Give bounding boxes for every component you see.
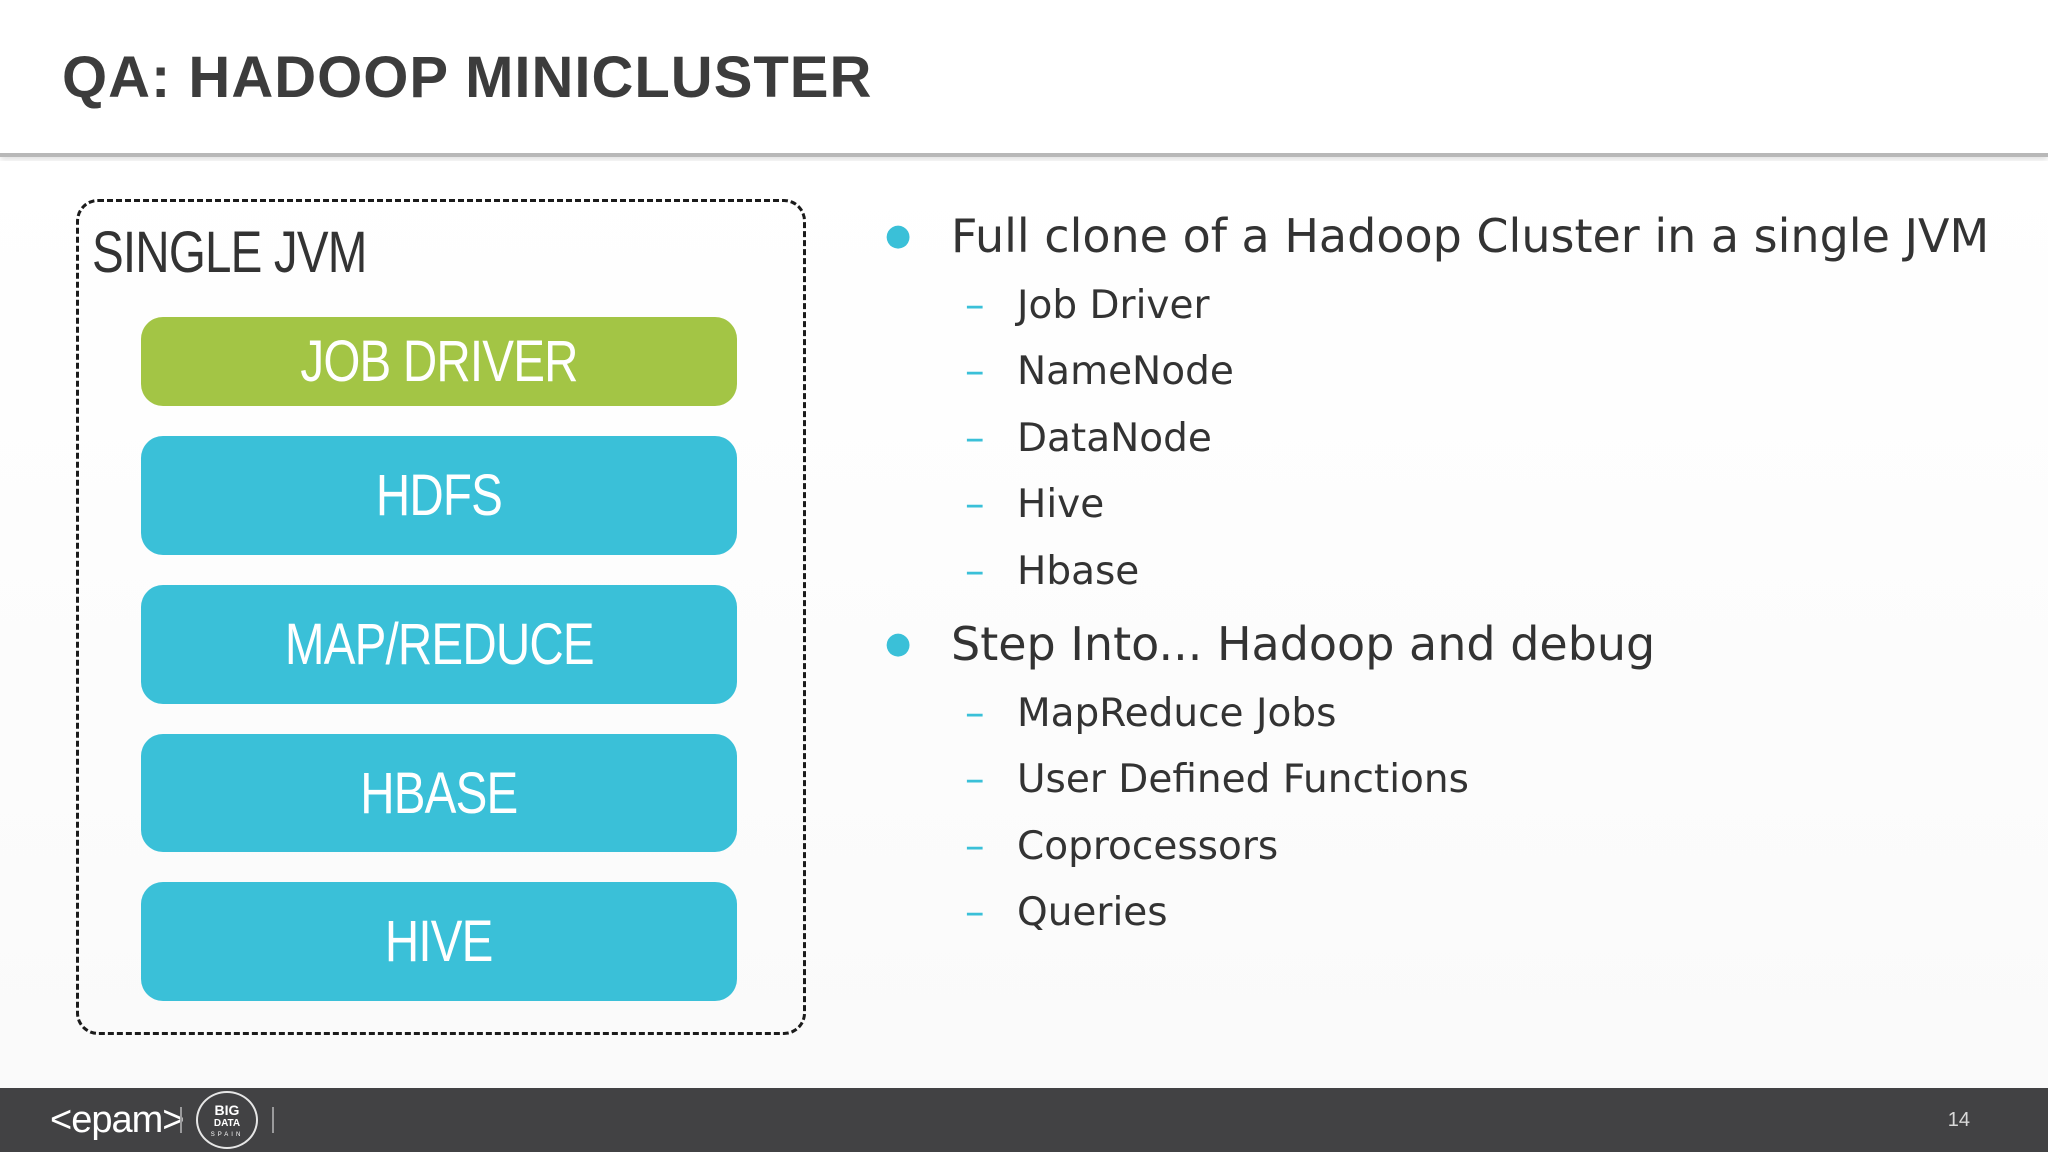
footer-divider [180, 1107, 182, 1133]
sub-bullet-text: Hbase [1017, 549, 1140, 594]
sub-bullet-text: Queries [1017, 890, 1168, 935]
single-jvm-container [76, 199, 806, 1035]
dash-icon: – [965, 757, 985, 802]
epam-logo: <epam> [50, 1099, 184, 1141]
dash-icon: – [965, 824, 985, 869]
slide-title: QA: HADOOP MINICLUSTER [62, 45, 873, 110]
dash-icon: – [965, 691, 985, 736]
job-driver-label: JOB DRIVER [300, 329, 578, 394]
sub-bullet-text: Coprocessors [1017, 824, 1279, 869]
dash-icon: – [965, 890, 985, 935]
slide-footer [0, 1088, 2048, 1152]
dash-icon: – [965, 549, 985, 594]
bullet-dot-icon: ● [885, 218, 912, 253]
slide-header [0, 0, 2048, 157]
dash-icon: – [965, 416, 985, 461]
mapreduce-block: MAP/REDUCE [141, 585, 737, 704]
footer-divider [272, 1107, 274, 1133]
sub-bullet-text: Hive [1017, 482, 1105, 527]
bullet-text: Full clone of a Hadoop Cluster in a sing… [951, 209, 1990, 263]
bullet-text: Step Into... Hadoop and debug [951, 617, 1656, 671]
bullet-dot-icon: ● [885, 626, 912, 661]
single-jvm-label: SINGLE JVM [92, 220, 367, 285]
dash-icon: – [965, 349, 985, 394]
big-data-spain-logo: BIG DATA SPAIN [196, 1091, 258, 1149]
hdfs-label: HDFS [375, 463, 503, 528]
sub-bullet-text: MapReduce Jobs [1017, 691, 1337, 736]
sub-bullet-text: NameNode [1017, 349, 1234, 394]
sub-bullet-text: DataNode [1017, 416, 1212, 461]
dash-icon: – [965, 283, 985, 328]
hbase-block: HBASE [141, 734, 737, 852]
sub-bullet-text: Job Driver [1017, 283, 1210, 328]
hbase-label: HBASE [360, 760, 518, 826]
job-driver-block: JOB DRIVER [141, 317, 737, 406]
mapreduce-label: MAP/REDUCE [284, 612, 595, 677]
sub-bullet-text: User Defined Functions [1017, 757, 1469, 802]
hive-label: HIVE [385, 909, 494, 974]
page-number: 14 [1947, 1109, 1970, 1131]
dash-icon: – [965, 482, 985, 527]
hdfs-block: HDFS [141, 436, 737, 555]
hive-block: HIVE [141, 882, 737, 1001]
